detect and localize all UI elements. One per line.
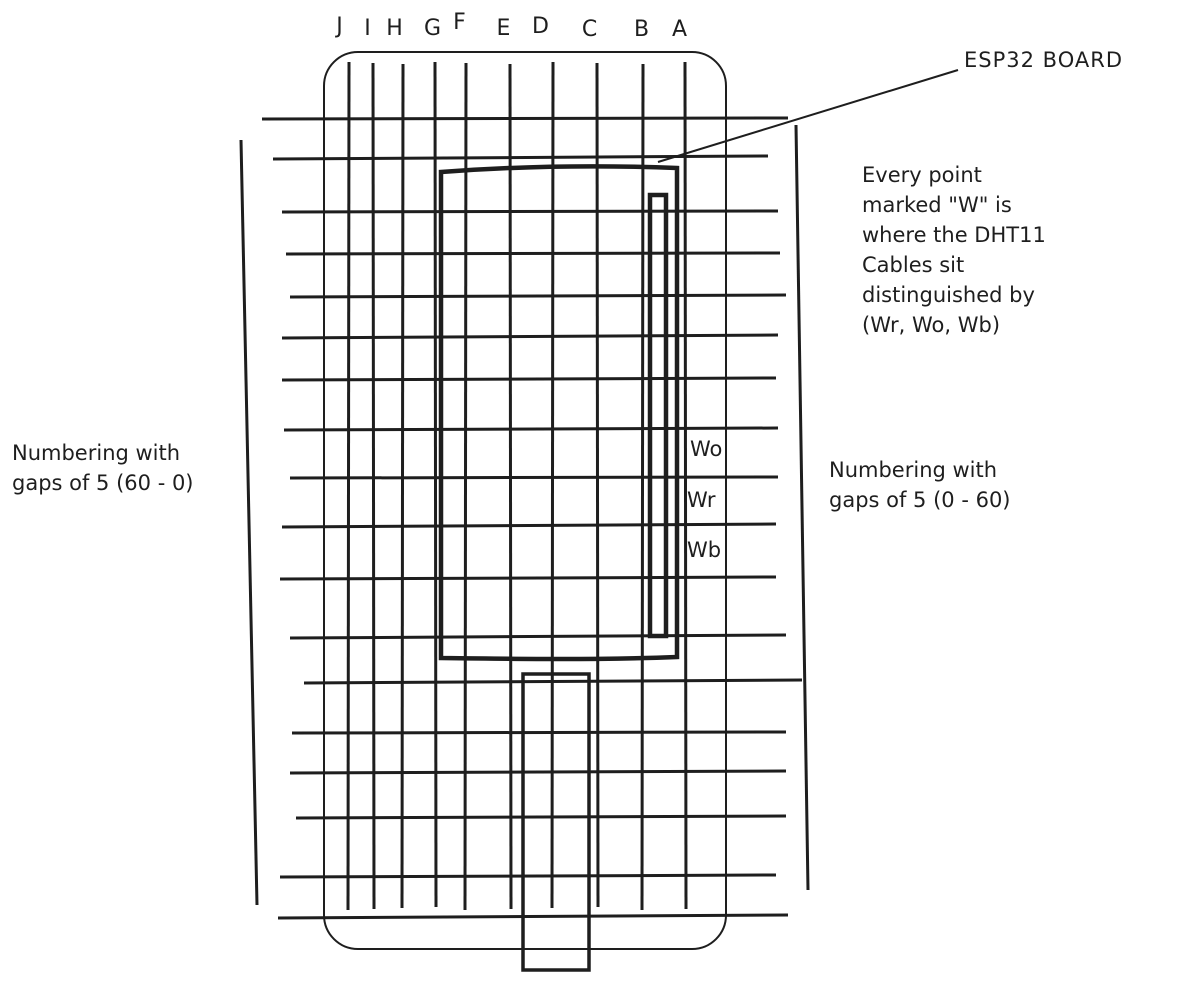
column-line (550, 61, 555, 909)
right-numbering-note-line: Numbering with (829, 458, 998, 482)
left-numbering-note-line: Numbering with (12, 441, 181, 465)
row-line (289, 475, 779, 480)
legend-note-line: distinguished by (862, 283, 1035, 307)
usb-connector (521, 672, 591, 972)
column-line (433, 61, 438, 908)
legend-note: Every point marked "W" is where the DHT1… (862, 160, 1046, 340)
row-line (289, 633, 787, 640)
row-line (289, 769, 787, 775)
wire-label-wr: Wr (687, 488, 716, 512)
row-line (281, 522, 777, 529)
esp32-board-outline (438, 164, 680, 662)
legend-note-line: marked "W" is (862, 193, 1012, 217)
right-numbering-note-line: gaps of 5 (0 - 60) (829, 488, 1011, 512)
column-line (400, 63, 405, 909)
column-label-d: D (532, 14, 550, 39)
right-numbering-bar (794, 124, 810, 891)
breadboard-outline (323, 51, 727, 950)
row-line (303, 678, 803, 685)
left-numbering-bar (239, 139, 259, 906)
column-label-b: B (633, 17, 651, 42)
column-label-h: H (386, 16, 404, 41)
dht11-pin-strip (647, 192, 669, 639)
column-label-g: G (423, 16, 443, 41)
legend-note-line: Cables sit (862, 253, 965, 277)
left-numbering-note-line: gaps of 5 (60 - 0) (12, 471, 194, 495)
row-line (295, 814, 787, 820)
row-line (277, 913, 789, 920)
column-line (595, 62, 600, 908)
row-line (272, 154, 769, 161)
right-numbering-note: Numbering with gaps of 5 (0 - 60) (829, 455, 1011, 515)
row-line (281, 376, 777, 382)
row-line (279, 575, 777, 581)
row-line (281, 209, 779, 214)
row-lines (261, 116, 803, 920)
column-lines (346, 61, 688, 911)
column-line (463, 62, 468, 911)
legend-note-line: Every point (862, 163, 982, 187)
row-line (279, 873, 777, 879)
row-line (281, 333, 779, 340)
left-numbering-note: Numbering with gaps of 5 (60 - 0) (12, 438, 194, 498)
wire-label-wb: Wb (687, 538, 722, 562)
wire-label-wo: Wo (690, 437, 723, 461)
column-line (640, 63, 645, 911)
board-pointer-line (657, 69, 959, 163)
esp32-board-label: ESP32 BOARD (964, 48, 1123, 72)
row-line (289, 293, 787, 299)
column-label-e: E (496, 16, 512, 41)
row-line (291, 730, 787, 735)
legend-note-line: where the DHT11 (862, 223, 1046, 247)
column-label-f: F (453, 10, 467, 35)
column-label-j: J (336, 14, 344, 39)
column-line (508, 63, 513, 910)
column-line (371, 62, 376, 910)
column-label-i: I (364, 16, 372, 41)
column-line (683, 61, 688, 910)
column-line (346, 61, 351, 911)
legend-note-line: (Wr, Wo, Wb) (862, 313, 1001, 337)
row-line (283, 426, 779, 432)
row-line (261, 116, 789, 121)
row-line (285, 251, 781, 256)
column-label-c: C (581, 17, 599, 42)
column-label-a: A (671, 17, 689, 42)
